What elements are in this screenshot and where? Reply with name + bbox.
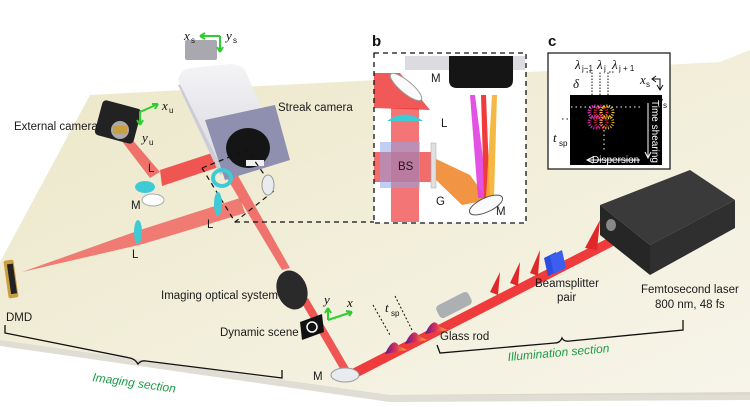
dynamic-scene-label: Dynamic scene (220, 327, 299, 339)
external-camera-label: External camera (14, 121, 98, 133)
axis-xs: x (183, 28, 190, 43)
imaging-optical-system-label: Imaging optical system (161, 290, 278, 302)
femtosecond-laser (600, 170, 735, 275)
panel-c-lambda-next-sub: j + 1 (618, 64, 635, 73)
axis-y: y (322, 292, 330, 307)
chirped-pulse (405, 332, 427, 344)
chirped-pulse (385, 342, 407, 354)
pulse-spacing-annotation: t sp (372, 295, 413, 336)
panel-c-s-sub: s (646, 80, 650, 89)
lens-label: L (207, 219, 214, 231)
axis-xu: x (161, 98, 168, 113)
external-camera-axes: x u y u (136, 98, 173, 147)
axes-u-sub: u (149, 138, 153, 147)
time-shearing-label: Time shearing (649, 100, 660, 163)
lens-icon (134, 220, 142, 244)
panel-c-lambda-prev-sub: j−1 (581, 64, 593, 73)
imaging-section-label: Imaging section (92, 370, 178, 396)
laser-spec-label: 800 nm, 48 fs (655, 299, 725, 311)
beamsplitter-label: Beamsplitter (535, 278, 599, 290)
axes-s-sub: s (191, 36, 195, 45)
dispersion-label: Dispersion (592, 155, 639, 166)
streak-camera-label: Streak camera (278, 102, 353, 114)
lens-label: L (132, 249, 139, 261)
streak-camera (178, 40, 290, 180)
lens-icon (214, 192, 222, 216)
lambda-j: λ (596, 57, 603, 72)
illumination-section-bracket (436, 320, 684, 354)
axis-ys: y (224, 28, 232, 43)
chirped-pulse (425, 322, 447, 334)
axes-s-sub: s (233, 36, 237, 45)
laser-label: Femtosecond laser (641, 284, 739, 296)
panel-c-label: c (548, 33, 556, 50)
glass-rod-label: Glass rod (440, 331, 489, 343)
panel-c-tsp-sub: sp (559, 139, 568, 148)
panel-c-lambda-j-sub: j (603, 64, 606, 73)
panel-c-ys: y (655, 93, 663, 108)
panel-c-xs: x (639, 72, 646, 87)
dynamic-scene-target (300, 314, 324, 340)
labels-tsp-sub: sp (391, 309, 400, 318)
panel-c-s-sub: s (663, 101, 667, 110)
dmd-device (3, 259, 19, 299)
axis-yu: y (140, 130, 148, 145)
mirror-label: M (313, 371, 323, 383)
dmd-label: DMD (6, 312, 32, 324)
pulse-spike (585, 220, 600, 250)
mirror-icon (141, 193, 165, 207)
pulse-spike (510, 262, 520, 286)
panel-b-mirror-label: M (496, 206, 506, 218)
lambda-next: λ (611, 57, 618, 72)
panel-c: c λ j−1 λ j λ j + 1 δ x s y s t sp Dispe… (547, 33, 671, 170)
panel-b: b M L BS G M (372, 33, 527, 224)
spectral-image-cluster (587, 104, 615, 130)
beamsplitter-label-2: pair (557, 292, 576, 304)
axes-u-sub: u (169, 106, 173, 115)
pulse-spike (490, 272, 500, 295)
mirror-label: M (131, 200, 141, 212)
panel-c-tsp: t (553, 130, 557, 145)
lens-icon (135, 181, 155, 193)
external-camera (94, 100, 142, 144)
pulse-spike (530, 250, 540, 276)
panel-b-mirror-label: M (431, 73, 441, 85)
lambda-prev: λ (574, 57, 581, 72)
labels-tsp: t (385, 300, 389, 315)
streak-axes: x s y s (183, 28, 237, 53)
axis-x: x (346, 295, 353, 310)
mirror-icon (261, 174, 275, 196)
panel-b-grating-label: G (436, 196, 445, 208)
imaging-optical-system (276, 270, 308, 310)
panel-b-label: b (372, 33, 381, 50)
panel-b-lens-label: L (441, 118, 448, 130)
delta-label: δ (573, 76, 580, 91)
panel-b-beamsplitter-label: BS (398, 161, 414, 173)
glass-rod (436, 291, 472, 319)
mirror-icon (330, 367, 360, 383)
scene-axes: y x (322, 292, 353, 321)
beamsplitter-pair (544, 250, 566, 276)
lens-label: L (148, 163, 155, 175)
optical-elements (134, 168, 275, 244)
lens-icon (211, 168, 233, 188)
imaging-section-bracket (4, 325, 283, 379)
